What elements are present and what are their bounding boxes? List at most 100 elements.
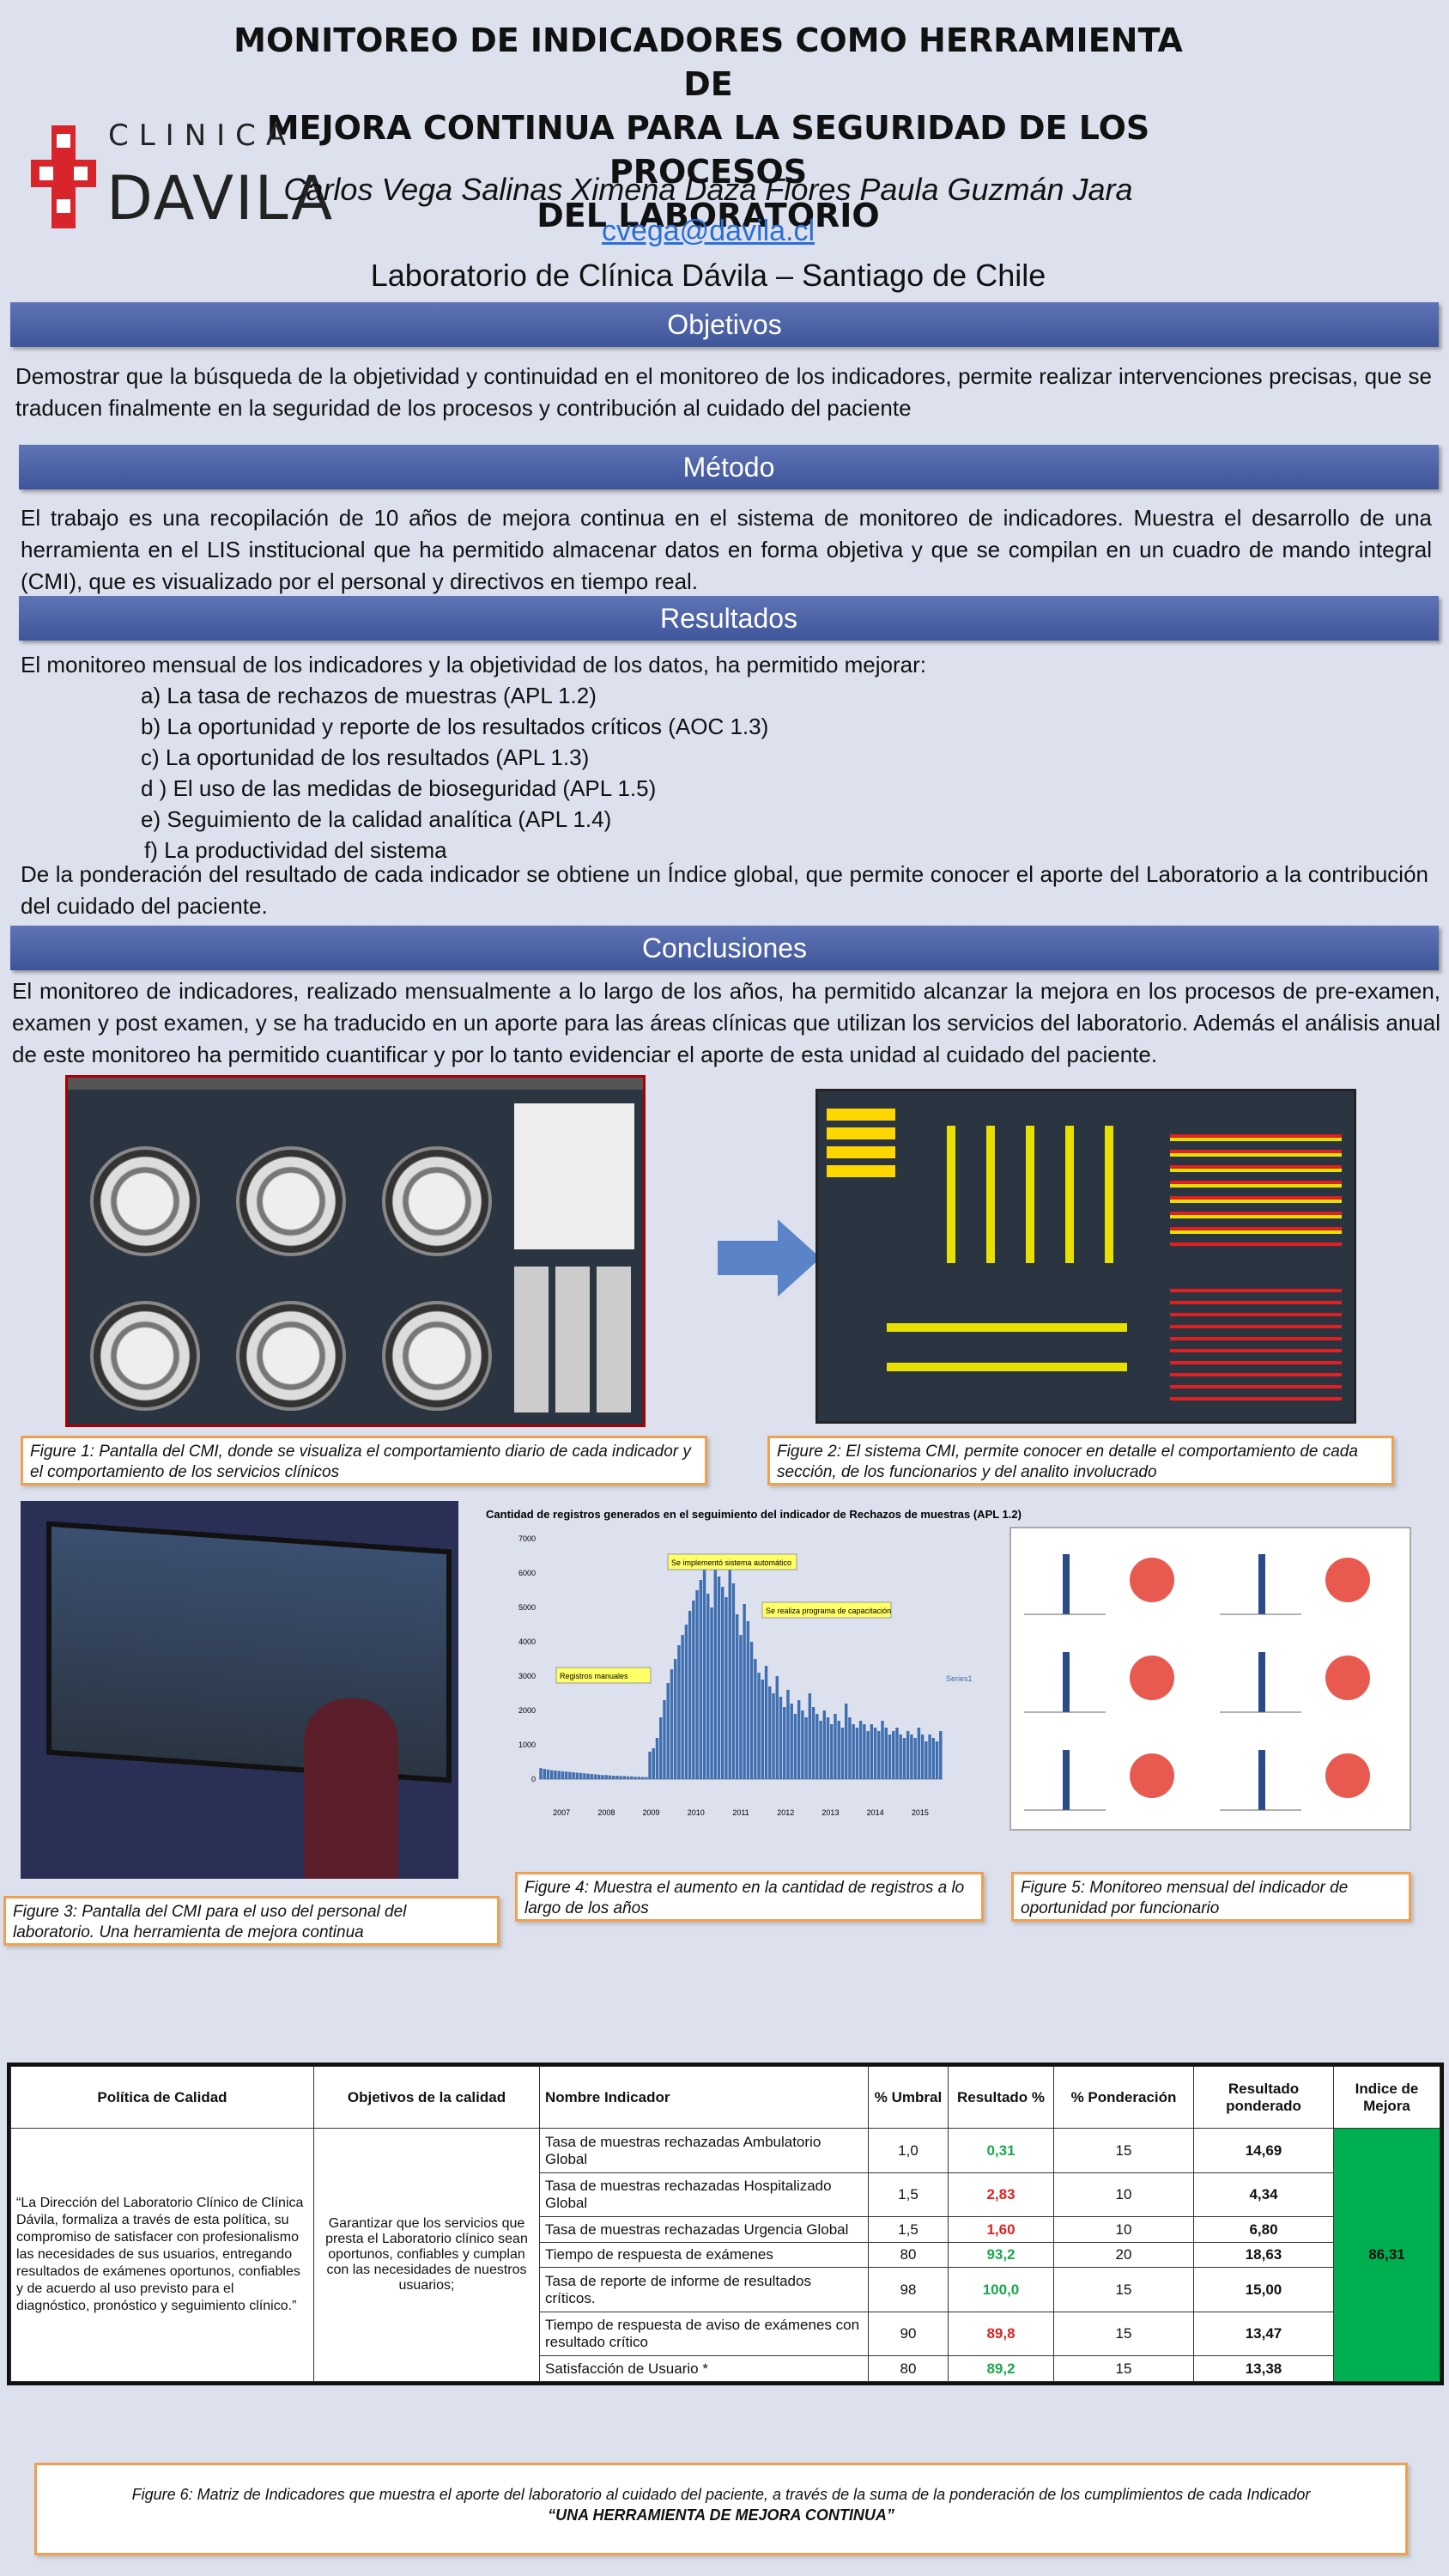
author-email-link[interactable]: cvega@davila.cl — [601, 215, 815, 247]
chart-bar — [873, 1728, 877, 1779]
x-tick-label: 2015 — [912, 1808, 929, 1817]
gauge-icon — [90, 1146, 200, 1256]
chart-bar — [830, 1724, 834, 1779]
y-tick-label: 1000 — [518, 1741, 536, 1749]
header-indice: Indice de Mejora — [1333, 2065, 1440, 2129]
chart-bar — [863, 1724, 866, 1779]
header-ponderacion: % Ponderación — [1053, 2065, 1194, 2129]
ponderacion-cell: 15 — [1053, 2128, 1194, 2173]
hbar-chart-panel-3 — [1170, 1280, 1342, 1400]
annotation-box — [761, 1601, 892, 1619]
chart-bar — [840, 1728, 845, 1779]
chart-bar — [677, 1645, 681, 1779]
header-resultado-ponderado: Resultado ponderado — [1193, 2065, 1334, 2129]
poster-title: MONITOREO DE INDICADORES COMO HERRAMIENT… — [215, 19, 1202, 238]
figure-4-chart: Cantidad de registros generados en el se… — [486, 1504, 1022, 1824]
resultado-cell: 100,0 — [948, 2267, 1054, 2312]
chart-bar — [866, 1731, 870, 1779]
indicador-cell: Tasa de muestras rechazadas Urgencia Glo… — [539, 2216, 869, 2243]
resultado-ponderado-cell: 14,69 — [1193, 2128, 1334, 2173]
mini-pie — [1325, 1753, 1370, 1798]
cross-logo-icon — [31, 125, 96, 228]
chart-bar — [772, 1693, 775, 1779]
figure-2-detail-screenshot — [815, 1089, 1356, 1424]
chart-bar — [855, 1728, 859, 1779]
ponderacion-cell: 10 — [1053, 2216, 1194, 2243]
chart-bar — [852, 1724, 855, 1779]
figure-3-photo — [21, 1501, 458, 1879]
chart-bar — [586, 1773, 590, 1779]
chart-bar — [790, 1704, 793, 1779]
mini-bar — [1258, 1554, 1265, 1614]
list-item: d ) El uso de las medidas de biosegurida… — [141, 775, 657, 801]
x-tick-label: 2014 — [867, 1808, 884, 1817]
bar-chart-panel — [930, 1126, 1127, 1263]
list-item: b) La oportunidad y reporte de los resul… — [141, 714, 769, 739]
chart-bar — [713, 1556, 717, 1779]
metodo-text: El trabajo es una recopilación de 10 año… — [21, 505, 1432, 594]
mini-bar — [1258, 1652, 1265, 1712]
chart-bar — [848, 1717, 852, 1779]
affiliation: Laboratorio de Clínica Dávila – Santiago… — [370, 258, 1046, 293]
authors: Carlos Vega Salinas Ximena Daza Flores P… — [283, 172, 1133, 207]
title-line-1: MONITOREO DE INDICADORES COMO HERRAMIENT… — [233, 21, 1183, 103]
chart-bar — [801, 1710, 804, 1779]
chart-bar — [761, 1680, 765, 1779]
chart-bar — [808, 1693, 812, 1779]
resultados-list: a) La tasa de rechazos de muestras (APL … — [141, 680, 768, 866]
indicador-cell: Tiempo de respuesta de exámenes — [539, 2241, 869, 2269]
chart-bar — [543, 1769, 546, 1779]
chart-bar — [768, 1686, 772, 1779]
chart-bar — [917, 1728, 921, 1779]
chart-bar — [779, 1697, 783, 1779]
figure-1-dashboard-screenshot — [65, 1075, 646, 1427]
section-header-resultados: Resultados — [19, 596, 1439, 641]
ponderacion-cell: 20 — [1053, 2241, 1194, 2269]
arrow-right-icon — [718, 1219, 821, 1297]
chart-bar — [546, 1769, 550, 1779]
list-item: c) La oportunidad de los resultados (APL… — [141, 744, 590, 770]
chart-bar — [659, 1717, 663, 1779]
chart-bar — [724, 1597, 728, 1779]
annotation-label: Se realiza programa de capacitación — [766, 1607, 891, 1615]
chart-title: Cantidad de registros generados en el se… — [486, 1508, 1022, 1521]
section-header-conclusiones: Conclusiones — [10, 926, 1439, 970]
list-item: f) La productividad del sistema — [144, 837, 447, 863]
indicator-matrix-table: Política de Calidad Objetivos de la cali… — [10, 2065, 1440, 2382]
mini-pie — [1130, 1558, 1174, 1602]
chart-bar — [902, 1738, 906, 1779]
chart-bar — [575, 1772, 579, 1779]
x-tick-label: 2013 — [822, 1808, 839, 1817]
logo-text-davila: DAVILA — [106, 163, 335, 234]
registros-bar-chart: Cantidad de registros generados en el se… — [486, 1508, 1022, 1817]
annotation-label: Se implementó sistema automático — [671, 1558, 791, 1567]
figure-3-caption: Figure 3: Pantalla del CMI para el uso d… — [3, 1896, 500, 1946]
chart-bar — [568, 1771, 572, 1779]
figure-1-caption: Figure 1: Pantalla del CMI, donde se vis… — [21, 1436, 707, 1485]
y-tick-label: 3000 — [518, 1672, 536, 1680]
chart-bar — [728, 1570, 731, 1779]
x-tick-label: 2011 — [732, 1808, 749, 1817]
header-indicador: Nombre Indicador — [539, 2065, 869, 2129]
legend-entry: Series1 — [946, 1674, 973, 1683]
annotation-box — [555, 1667, 652, 1684]
chart-bar — [746, 1621, 750, 1779]
chart-bar — [626, 1776, 630, 1779]
gauge-icon — [382, 1301, 492, 1411]
title-line-2: MEJORA CONTINUA PARA LA SEGURIDAD DE LOS… — [266, 109, 1150, 191]
chart-bar — [721, 1587, 724, 1779]
header-politica: Política de Calidad — [10, 2065, 314, 2129]
list-item: e) Seguimiento de la calidad analítica (… — [141, 806, 612, 832]
chart-bar — [931, 1738, 936, 1779]
chart-bar — [895, 1728, 899, 1779]
x-tick-label: 2008 — [597, 1808, 615, 1817]
chart-bar — [554, 1771, 557, 1779]
ponderacion-cell: 15 — [1053, 2355, 1194, 2382]
chart-bar — [579, 1772, 583, 1779]
lab-photo-panel — [514, 1103, 634, 1249]
chart-bar — [710, 1607, 713, 1779]
politica-cell: “La Dirección del Laboratorio Clínico de… — [10, 2128, 314, 2382]
legend-panel — [827, 1109, 895, 1177]
figure-6-caption-line-1: Figure 6: Matriz de Indicadores que mues… — [131, 2486, 1311, 2503]
